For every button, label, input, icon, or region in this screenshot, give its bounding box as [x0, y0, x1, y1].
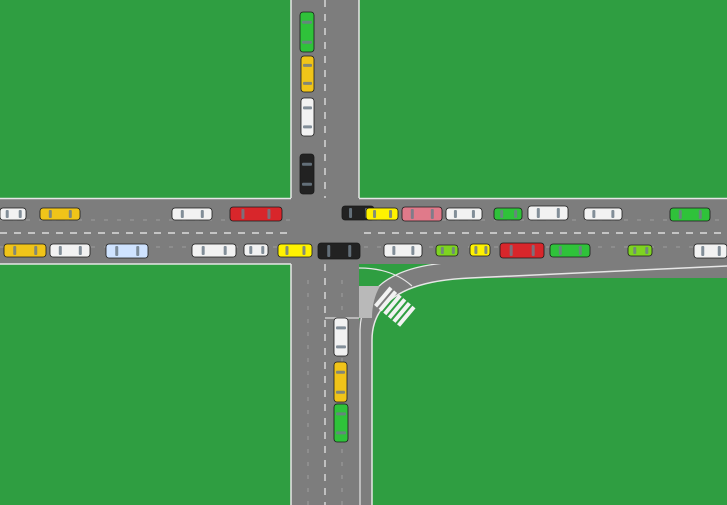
crosswalk — [374, 286, 416, 327]
vehicle-white-8 — [445, 207, 483, 221]
vehicle-white-29 — [300, 97, 315, 137]
traffic-island — [359, 286, 380, 318]
vehicle-black-19 — [317, 242, 361, 260]
vehicle-green-24 — [549, 243, 591, 258]
vehicle-white-31 — [333, 317, 349, 357]
island-edge-curve — [358, 267, 413, 287]
vehicle-bright-yellow-22 — [469, 243, 491, 257]
vehicle-white-14 — [49, 243, 91, 258]
vehicle-green-27 — [299, 11, 315, 53]
vehicle-green-12 — [669, 207, 711, 222]
vehicle-white-11 — [583, 207, 623, 221]
vehicle-white-17 — [243, 243, 269, 257]
vehicle-white-26 — [693, 243, 727, 259]
vehicle-lime-21 — [435, 244, 459, 257]
vehicle-bright-yellow-18 — [277, 243, 313, 258]
curved-slip-road — [358, 262, 727, 505]
vehicle-red-4 — [229, 206, 283, 222]
vehicle-white-10 — [527, 205, 569, 221]
slip-road-edge-inner — [371, 265, 727, 505]
vehicle-lime-25 — [627, 244, 653, 257]
vehicle-white-1 — [0, 207, 27, 221]
vehicle-pink-7 — [401, 206, 443, 222]
vehicle-yellow-32 — [333, 361, 348, 403]
vehicle-red-23 — [499, 242, 545, 259]
vehicle-green-9 — [493, 207, 523, 221]
vehicle-yellow-28 — [300, 55, 315, 93]
vehicle-yellow-2 — [39, 207, 81, 221]
vehicle-bright-yellow-6 — [365, 207, 399, 221]
vehicles-layer — [0, 11, 727, 443]
vehicle-black-30 — [299, 153, 315, 195]
vehicle-green-33 — [333, 403, 349, 443]
vehicle-white-20 — [383, 243, 423, 258]
vehicle-white-16 — [191, 243, 237, 258]
vehicle-blue-white-15 — [105, 243, 149, 259]
vehicle-white-3 — [171, 207, 213, 221]
vehicle-yellow-13 — [3, 243, 47, 258]
